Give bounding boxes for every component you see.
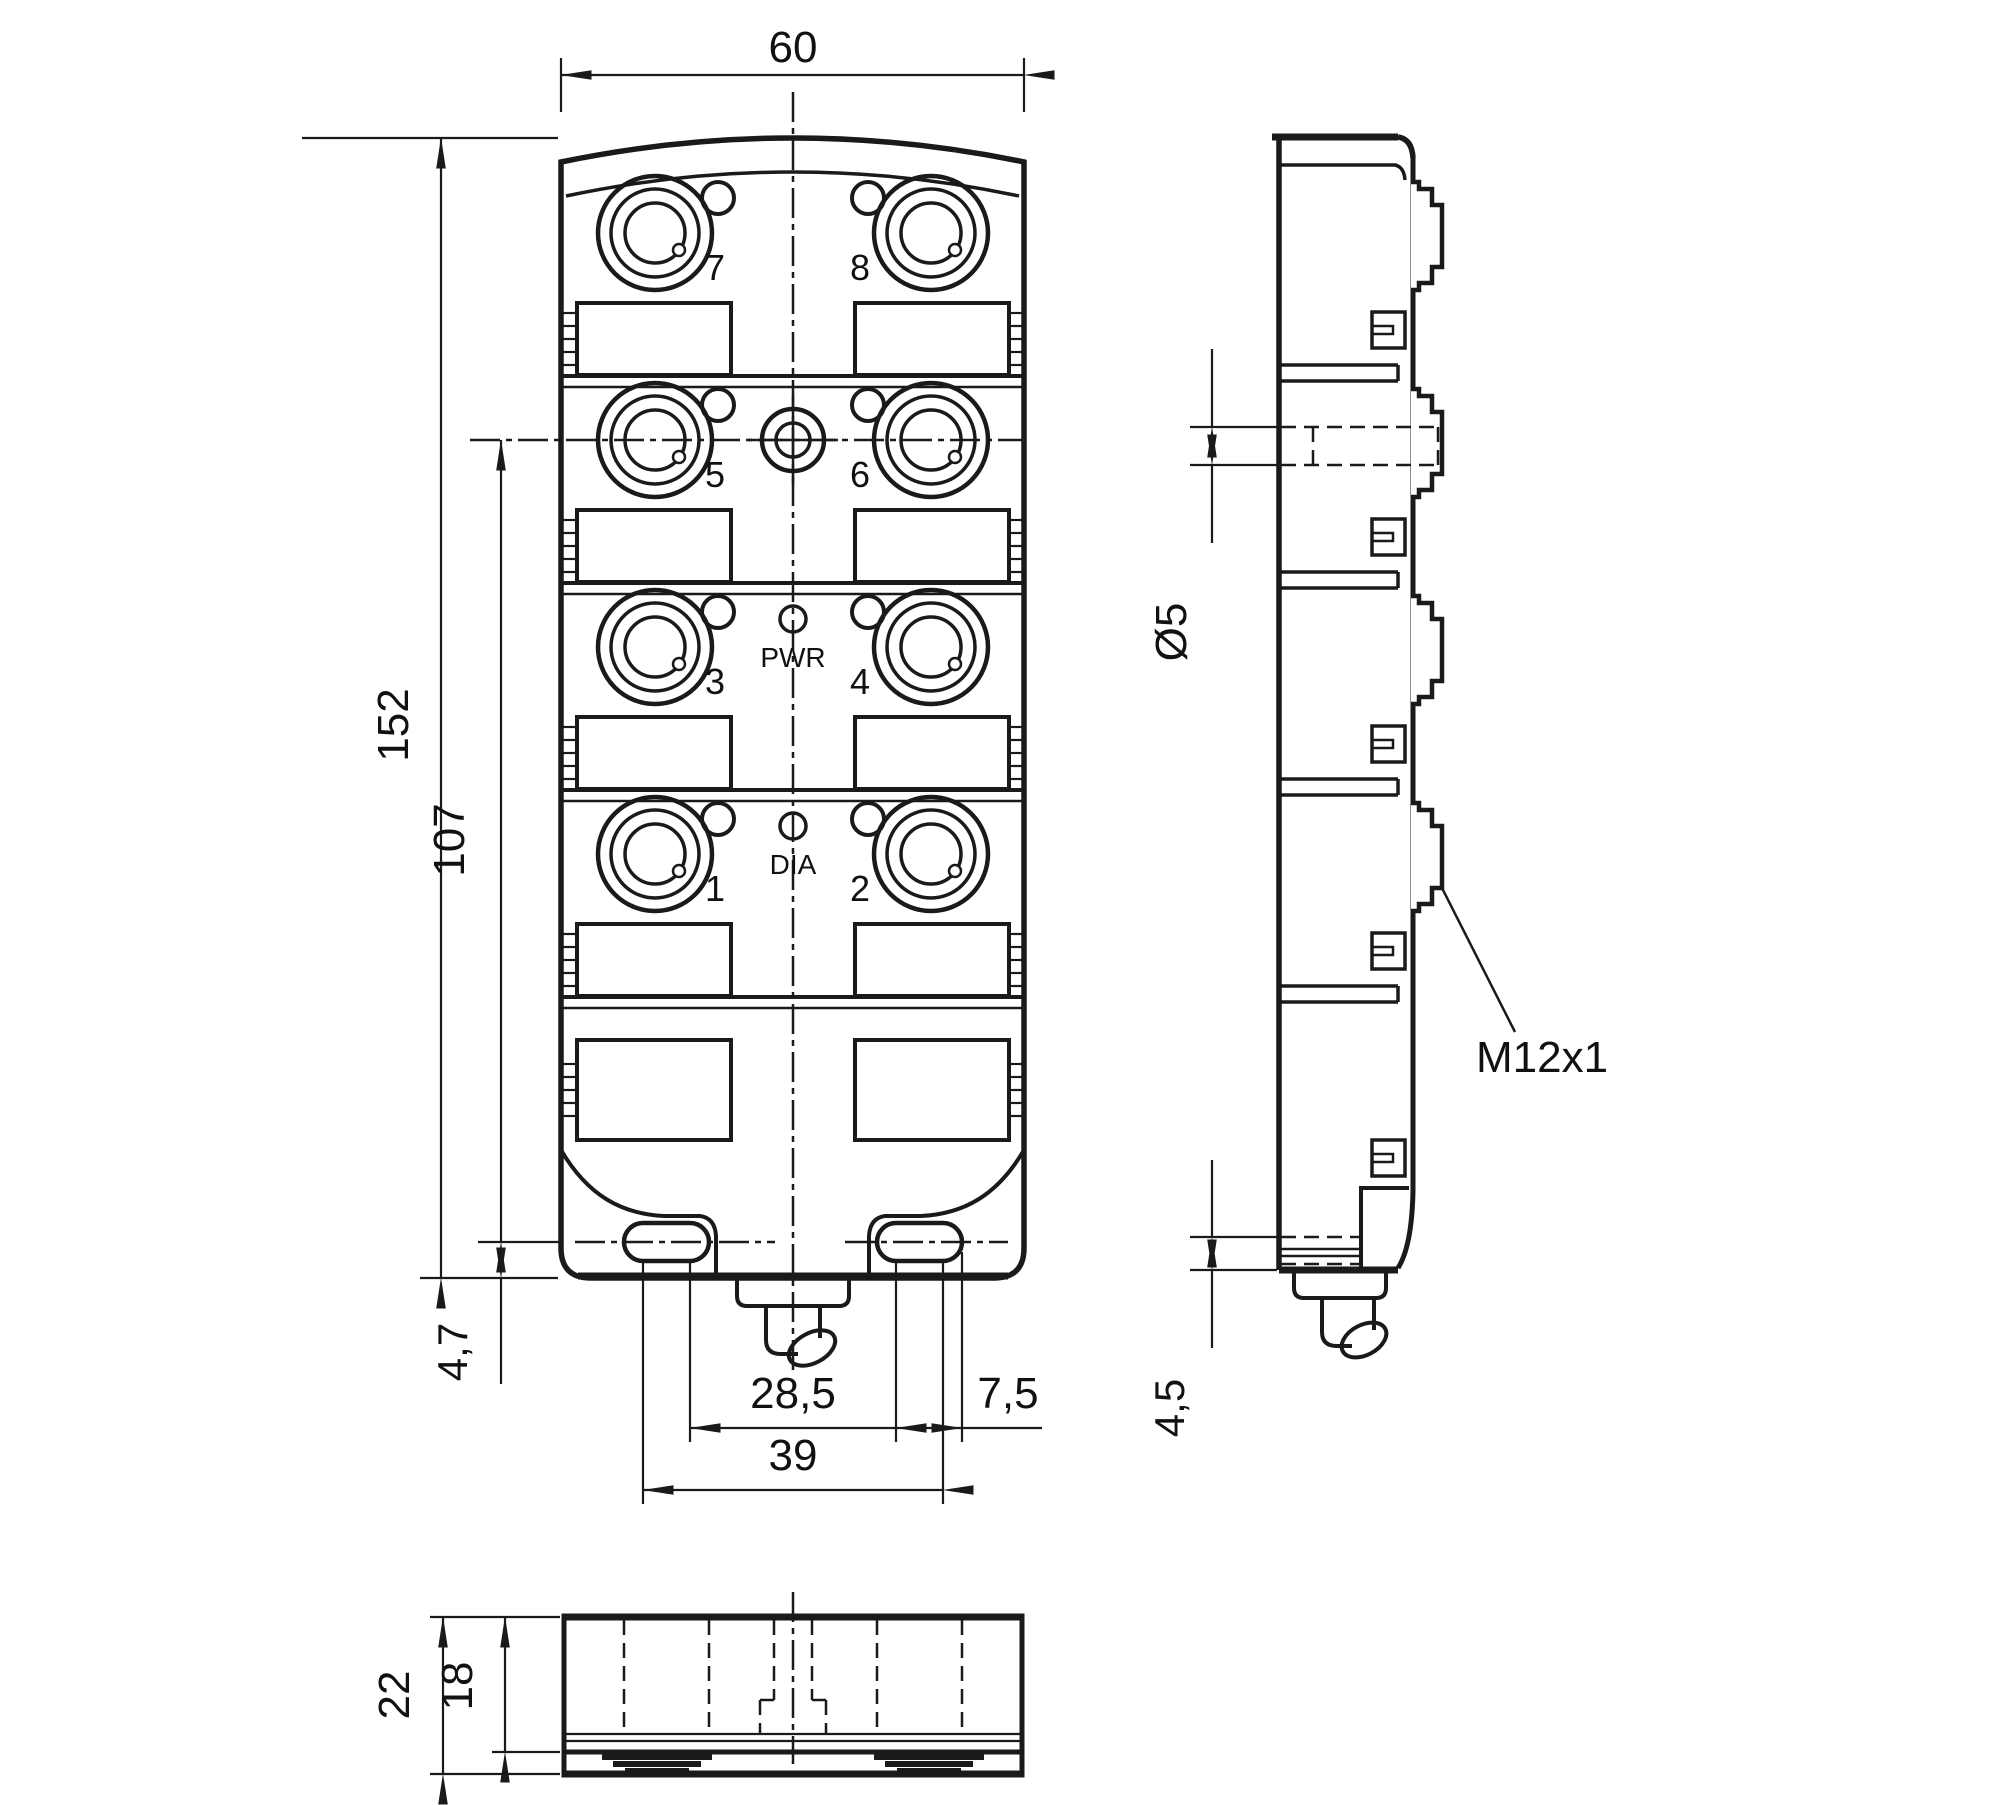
- dim-depth-22: 22: [370, 1615, 560, 1805]
- side-view: Ø5 4,5 M12x1: [1146, 133, 1608, 1437]
- thread-callout: M12x1: [1440, 887, 1608, 1082]
- dim-ports-height-107: 107: [425, 439, 562, 1273]
- dim-side-recess-label: 4,5: [1146, 1379, 1193, 1437]
- dim-hole-dia: Ø5: [1147, 349, 1281, 661]
- side-cap-inner-line: [1279, 163, 1407, 181]
- port-7-number: 7: [705, 247, 725, 288]
- dim-height-label: 152: [369, 688, 418, 761]
- pwr-led-label: PWR: [760, 642, 825, 673]
- dia-led: [778, 811, 808, 841]
- dim-body-depth-label: 18: [433, 1662, 482, 1711]
- side-cable-gland: [1292, 1268, 1389, 1360]
- dim-width-60: 60: [559, 23, 1055, 112]
- bottom-view: 22 18: [370, 1592, 1025, 1805]
- dim-side-recess: 4,5: [1146, 1160, 1281, 1437]
- front-cable-gland: [735, 1276, 851, 1368]
- side-top-corner: [1397, 134, 1416, 159]
- port-6-number: 6: [850, 454, 870, 495]
- side-bottom-pocket: [1359, 1186, 1409, 1270]
- bottom-hidden-edges: [622, 1620, 964, 1734]
- center-mounting-hole: [748, 395, 838, 485]
- dim-slot-group: 28,5 7,5 39: [641, 1252, 1042, 1504]
- port-8-socket: [874, 176, 988, 290]
- port-8-number: 8: [850, 247, 870, 288]
- dim-hole-dia-label: Ø5: [1147, 603, 1196, 662]
- pwr-led: [778, 604, 808, 634]
- dim-slots-outer-label: 39: [769, 1431, 818, 1480]
- port-5-number: 5: [705, 454, 725, 495]
- dim-foot-offset-label: 4,7: [429, 1323, 476, 1381]
- side-bottom-right-curve: [1395, 1189, 1416, 1270]
- bottom-slot-bosses: [602, 1752, 984, 1773]
- side-retaining-clips: [1370, 310, 1407, 1178]
- port-1-number: 1: [705, 868, 725, 909]
- side-grooves: [1277, 363, 1400, 1004]
- dim-slot-length-label: 7,5: [977, 1369, 1038, 1418]
- dim-width-label: 60: [769, 23, 818, 72]
- dim-height-152: 152: [302, 136, 558, 1309]
- left-wing-contour: [559, 1148, 718, 1276]
- port-3-socket: [598, 590, 712, 704]
- port-4-socket: [874, 590, 988, 704]
- front-view: PWR DIA 7 8 5 6 3 4 1 2: [302, 23, 1055, 1504]
- port-2-socket: [874, 797, 988, 911]
- right-wing-contour: [867, 1148, 1026, 1276]
- dia-led-label: DIA: [770, 849, 817, 880]
- dim-foot-offset-47: 4,7: [429, 1247, 506, 1384]
- port-4-number: 4: [850, 661, 870, 702]
- dim-body-depth-18: 18: [433, 1616, 560, 1783]
- dim-ports-height-label: 107: [425, 803, 474, 876]
- dim-slots-inner-label: 28,5: [750, 1369, 836, 1418]
- thread-callout-label: M12x1: [1476, 1033, 1608, 1082]
- port-2-number: 2: [850, 868, 870, 909]
- port-3-number: 3: [705, 661, 725, 702]
- side-hidden-slot: [1281, 1235, 1361, 1266]
- dim-depth-label: 22: [370, 1671, 419, 1720]
- port-1-socket: [598, 797, 712, 911]
- front-body-outline: [558, 135, 1027, 1281]
- port-7-socket: [598, 176, 712, 290]
- side-hidden-hole: [1281, 425, 1440, 467]
- side-m12-connectors: [1411, 182, 1442, 911]
